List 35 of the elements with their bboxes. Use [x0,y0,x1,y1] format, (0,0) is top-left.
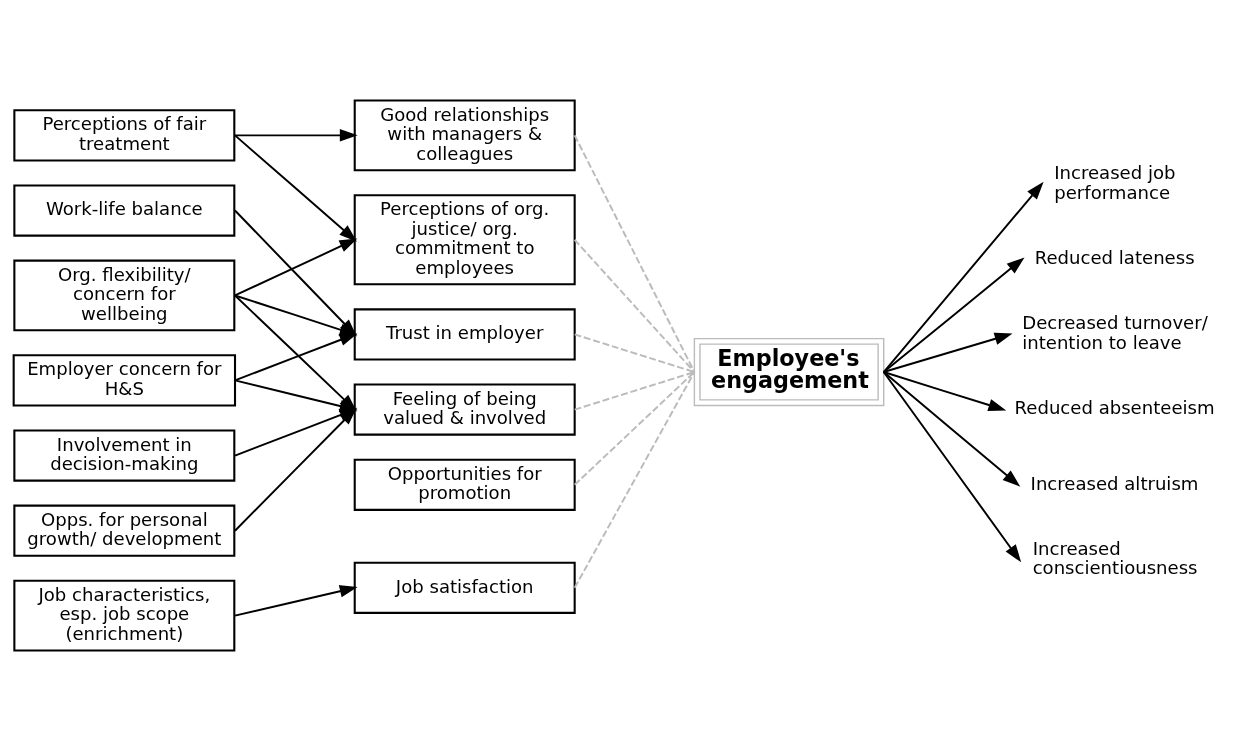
node-box: Feeling of being valued & involved [353,383,576,436]
arrow [234,584,358,617]
connector [573,133,696,373]
node-box: Work-life balance [13,183,236,237]
node-box: Opps. for personal growth/ development [13,504,236,557]
node-box: Trust in employer [353,307,576,361]
node-box: Employee's engagement [693,337,885,406]
node-text: Increased job performance [1054,161,1176,203]
arrow [882,181,1044,373]
node-text: Reduced absenteeism [1014,396,1215,418]
arrow [882,370,1021,487]
connector [573,332,696,373]
node-text: Increased altruism [1030,472,1199,494]
node-box: Good relationships with managers & colleagues [353,99,576,171]
arrow [882,332,1013,373]
arrow [882,370,1022,562]
node-text: Decreased turnover/ intention to leave [1022,311,1208,353]
arrow [882,256,1025,373]
arrow [234,133,357,242]
connector [573,238,696,373]
node-box: Org. flexibility/ concern for wellbeing [13,259,236,331]
node-box: Job satisfaction [353,561,576,614]
node-box: Job characteristics, esp. job scope (enrichment) [13,579,236,651]
connector [573,370,696,486]
node-box: Perceptions of fair treatment [13,108,236,161]
node-box: Perceptions of org. justice/ org. commitment to employees [353,193,576,285]
node-text: Reduced lateness [1034,246,1195,268]
node-box: Employer concern for H&S [12,353,237,406]
arrow [234,128,358,142]
node-text: Increased conscientiousness [1032,537,1198,578]
node-box: Involvement in decision-making [13,428,236,482]
connector [573,370,696,589]
arrow [234,238,358,296]
arrow [234,332,358,381]
node-box: Opportunities for promotion [353,458,576,511]
